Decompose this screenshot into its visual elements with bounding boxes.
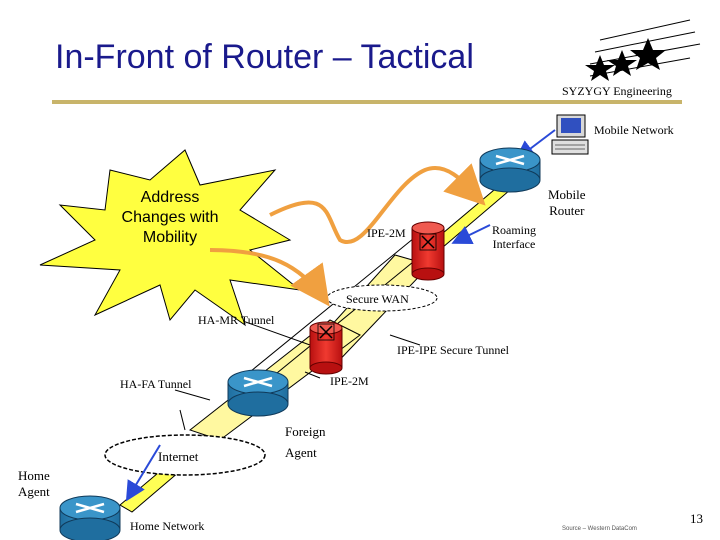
computer-icon <box>551 114 589 155</box>
ipe-device-top-icon <box>411 221 445 281</box>
mobile-router-icon <box>479 147 541 193</box>
source-note: Source – Western DataCom <box>562 526 637 532</box>
mobile-network-label: Mobile Network <box>594 123 674 137</box>
page-number: 13 <box>690 511 703 526</box>
foreign-agent-label: Foreign Agent <box>285 424 326 460</box>
blue-arrow-roaming <box>451 224 491 245</box>
secure-wan-label: Secure WAN <box>346 292 409 306</box>
orange-arrow-mobile-router <box>269 163 486 245</box>
ipe-device-bottom-icon <box>309 321 343 375</box>
title-divider <box>52 100 682 104</box>
home-network-label: Home Network <box>130 519 205 533</box>
company-name: SYZYGY Engineering <box>562 84 672 98</box>
address-changes-label: Address Changes with Mobility <box>121 189 219 246</box>
syzygy-logo-icon <box>585 19 701 81</box>
ipe-2m-top-label: IPE-2M <box>367 226 406 240</box>
mobile-router-label: Mobile Router <box>548 187 586 218</box>
foreign-agent-router-icon <box>227 369 289 417</box>
internet-cloud <box>104 434 266 476</box>
home-agent-label: Home Agent <box>18 468 50 499</box>
address-change-burst <box>39 149 302 327</box>
ha-mr-tunnel-label: HA-MR Tunnel <box>198 313 275 327</box>
home-agent-router-icon <box>59 495 121 540</box>
ipe-ipe-tunnel-label: IPE-IPE Secure Tunnel <box>397 343 509 357</box>
blue-arrow-home-agent <box>125 444 161 502</box>
ha-fa-tunnel-label: HA-FA Tunnel <box>120 377 192 391</box>
internet-label: Internet <box>158 449 199 464</box>
roaming-interface-label: Roaming Interface <box>492 223 536 251</box>
page-title: In-Front of Router – Tactical <box>55 38 474 76</box>
orange-arrow-secure-wan <box>209 248 330 307</box>
ipe-2m-bottom-label: IPE-2M <box>330 374 369 388</box>
